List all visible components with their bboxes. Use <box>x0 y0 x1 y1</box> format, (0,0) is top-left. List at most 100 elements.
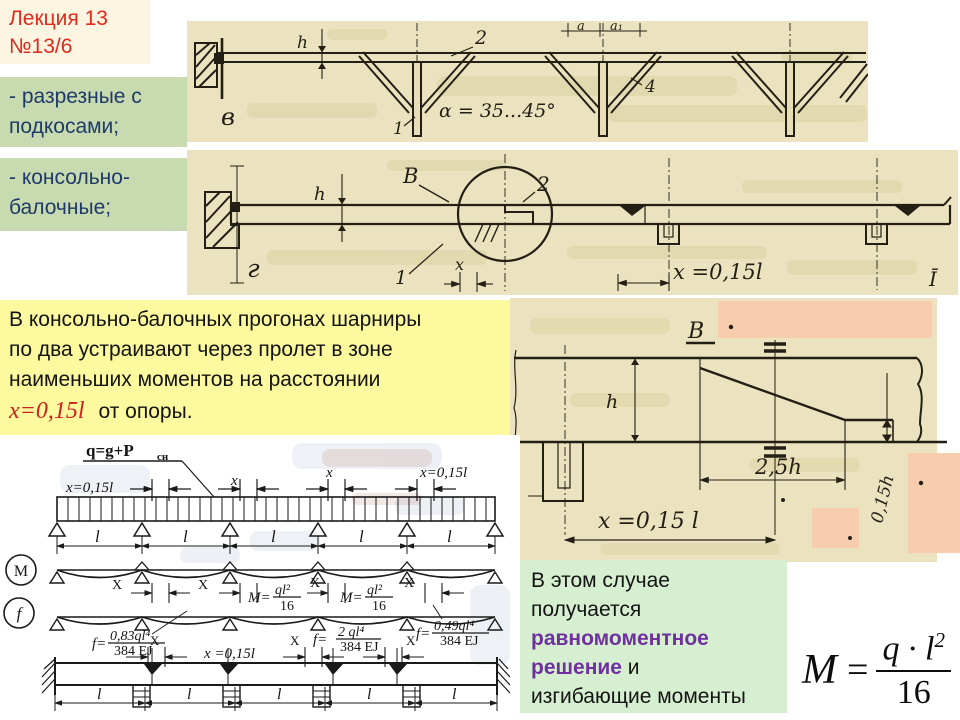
scan-joint-detail-drawing: h 2,5h 0,15h x =0,15 l В <box>510 298 960 562</box>
support-bracket <box>528 442 584 502</box>
note-hinges-line2: по два устраивают через пролет в зоне <box>9 337 393 361</box>
svg-text:М=: М= <box>339 590 363 606</box>
h-dimension: h <box>297 29 326 79</box>
load-band <box>56 496 496 522</box>
load-label: q=g+P сн <box>83 441 215 498</box>
scan-paper <box>187 150 958 295</box>
hinge-dim-groups-mid: X X X X <box>112 576 464 603</box>
stray-dots <box>728 324 924 540</box>
bullet-konsolno-line2: балочные; <box>9 196 112 220</box>
svg-text:l: l <box>183 527 188 546</box>
alpha-label: α = 35...45° <box>439 100 556 122</box>
svg-text:2,5h: 2,5h <box>754 455 802 479</box>
svg-text:f=: f= <box>416 626 430 642</box>
svg-text:М: М <box>14 563 28 580</box>
formula-denominator: 16 <box>876 670 951 712</box>
note-equal-moment-line4: решение и <box>531 654 787 683</box>
view-label-g: г <box>247 254 260 283</box>
callout-4: 4 <box>630 77 656 97</box>
h-label: h <box>297 33 308 53</box>
wall-support <box>194 38 224 99</box>
scan-bleedthrough <box>247 29 867 122</box>
h-dimension: h <box>314 174 346 242</box>
deflection-row: f <box>3 597 504 631</box>
deflection-formulas: f= 0,83ql⁴ 384 EJ f= 2 ql⁴ 384 EJ f= 0,4… <box>92 604 489 659</box>
svg-text:2 ql⁴: 2 ql⁴ <box>338 625 364 640</box>
callout-2: 2 <box>450 27 487 57</box>
svg-text:4: 4 <box>644 77 656 97</box>
svg-text:М=: М= <box>247 590 271 606</box>
svg-text:x: x <box>455 255 464 274</box>
svg-text:ql²: ql² <box>367 583 383 598</box>
span-dims-row2: l l l l l <box>54 686 498 711</box>
svg-text:l: l <box>97 686 102 703</box>
svg-text:X: X <box>406 633 416 648</box>
x015l-right: x=0,15l <box>419 465 467 481</box>
note-equal-moment-line3: равномоментное <box>531 625 787 654</box>
x-mark-1: x <box>230 473 238 489</box>
x015l-dimension: x =0,15l <box>616 260 763 291</box>
h-dimension: h <box>606 358 639 442</box>
svg-text:l: l <box>452 686 457 703</box>
span-dims-row1: l l l l l <box>56 527 496 554</box>
dim-25h: 2,5h <box>698 420 847 490</box>
svg-text:q=g+P: q=g+P <box>86 441 134 460</box>
slide-title-line1: Лекция 13 <box>9 7 108 30</box>
formula-exponent: 2 <box>934 627 945 652</box>
x-mark-2: x <box>325 465 333 481</box>
scarf-joint <box>699 358 894 490</box>
a-dimensions: a a₁ <box>561 21 647 37</box>
a-label: a <box>577 21 585 34</box>
callout-1: 1 <box>395 243 444 289</box>
svg-text:X: X <box>404 576 414 591</box>
beam-outline <box>513 349 947 451</box>
note-equal-moment-line2: получается <box>531 597 642 621</box>
slide-title-line2: №13/6 <box>9 35 73 59</box>
beam-lines <box>217 52 866 63</box>
svg-text:0,83ql⁴: 0,83ql⁴ <box>110 629 150 644</box>
formula-equals: = <box>847 649 869 691</box>
bullet-razreznye-line2: подкосами; <box>9 115 120 139</box>
svg-text:h: h <box>314 184 326 205</box>
svg-text:X: X <box>112 578 122 593</box>
svg-text:В: В <box>687 319 704 344</box>
scan-strutted-beam-drawing: h a a₁ в 1 2 4 α = 35...45° <box>187 21 868 142</box>
svg-text:l: l <box>367 686 372 703</box>
svg-text:2: 2 <box>536 172 550 196</box>
x015l-left: x=0,15l <box>65 480 113 496</box>
bullet-razreznye: - разрезные с подкосами; <box>0 77 187 147</box>
note-hinges-line1: В консольно-балочных прогонах шарниры <box>9 308 422 331</box>
hinge-dim-groups-top <box>130 479 456 501</box>
svg-text:В: В <box>402 164 418 188</box>
svg-text:384 EJ: 384 EJ <box>440 634 479 649</box>
scan-paper <box>510 298 937 562</box>
detail-circle <box>456 154 554 291</box>
equal-moment-term1: равномоментное <box>531 626 709 650</box>
bleedthrough-marks <box>60 443 510 665</box>
view-label-v: в <box>221 103 235 131</box>
svg-text:f=: f= <box>313 632 327 648</box>
slide-title: Лекция 13 №13/6 <box>0 0 150 64</box>
svg-text:l: l <box>187 686 192 703</box>
bullet-konsolno: - консольно- балочные; <box>0 158 187 231</box>
callout-2: 2 <box>522 172 550 203</box>
svg-text:0,49ql⁴: 0,49ql⁴ <box>434 619 474 634</box>
svg-text:l: l <box>95 527 100 546</box>
svg-text:16: 16 <box>372 599 386 614</box>
svg-text:X: X <box>198 578 208 593</box>
axis-label: Ī <box>928 267 939 291</box>
svg-text:2: 2 <box>474 27 487 49</box>
detail-label-B: В <box>686 319 715 345</box>
svg-text:X: X <box>150 633 160 648</box>
note-equal-moment: В этом случае получается равномоментное … <box>520 560 787 713</box>
svg-text:f: f <box>17 604 24 623</box>
svg-text:x =0,15 l: x =0,15 l <box>598 509 699 534</box>
dim-x015l: x =0,15 l <box>563 509 777 544</box>
scan-cantilever-beam-drawing: h x =0,15l x <box>187 150 958 295</box>
scan-bleedthrough <box>530 318 860 555</box>
svg-text:x =0,15l: x =0,15l <box>203 646 255 662</box>
x-dimension-small: x <box>444 255 493 292</box>
formula-fraction: q · l2 16 <box>876 627 951 712</box>
